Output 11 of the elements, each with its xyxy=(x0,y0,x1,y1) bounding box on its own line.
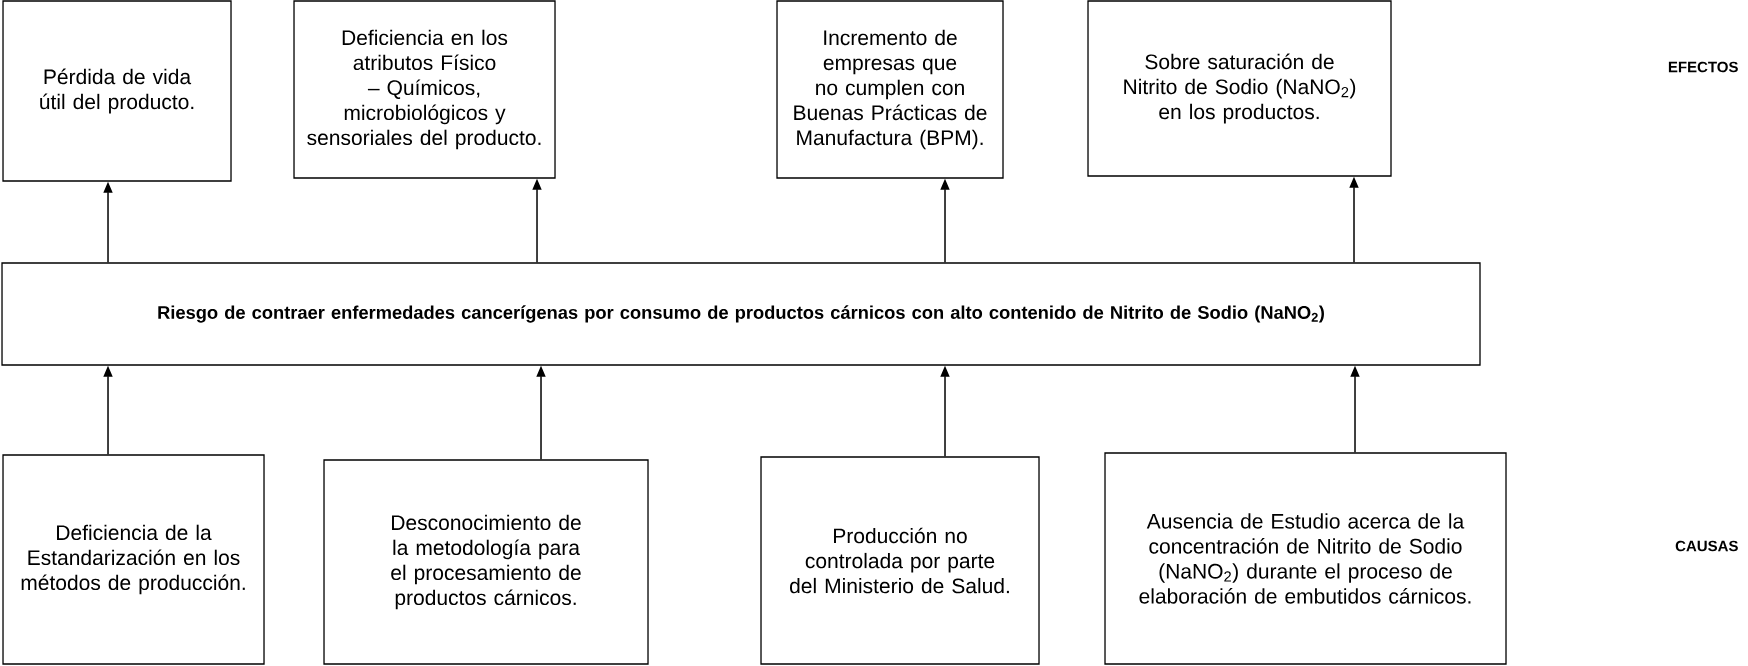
section-label: EFECTOS xyxy=(1668,61,1738,73)
effect-box: Sobre saturación de Nitrito de Sodio (NaNO$_{2}$) en los productos. xyxy=(1087,0,1392,177)
section-label: CAUSAS xyxy=(1675,540,1738,552)
cause-box: Deficiencia de la Estandarización en los métodos de producción. xyxy=(2,454,265,665)
problem-box: Riesgo de contraer enfermedades cancerígenas por consumo de productos cárnicos con alto contenido de Nitrito de Sodio (NaNO$_{2}$) xyxy=(1,262,1481,366)
cause-box: Ausencia de Estudio acerca de la concentración de Nitrito de Sodio (NaNO$_{2}$) durante el proceso de elaboración de embutidos cárnicos. xyxy=(1104,452,1507,665)
cause-box: Desconocimiento de la metodología para el procesamiento de productos cárnicos. xyxy=(323,459,649,665)
cause-box: Producción no controlada por parte del Ministerio de Salud. xyxy=(760,456,1040,665)
effect-box: Incremento de empresas que no cumplen con Buenas Prácticas de Manufactura (BPM). xyxy=(776,0,1004,179)
effect-box: Pérdida de vida útil del producto. xyxy=(2,0,232,182)
effect-box: Deficiencia en los atributos Físico – Químicos, microbiológicos y sensoriales del producto. xyxy=(293,0,556,179)
